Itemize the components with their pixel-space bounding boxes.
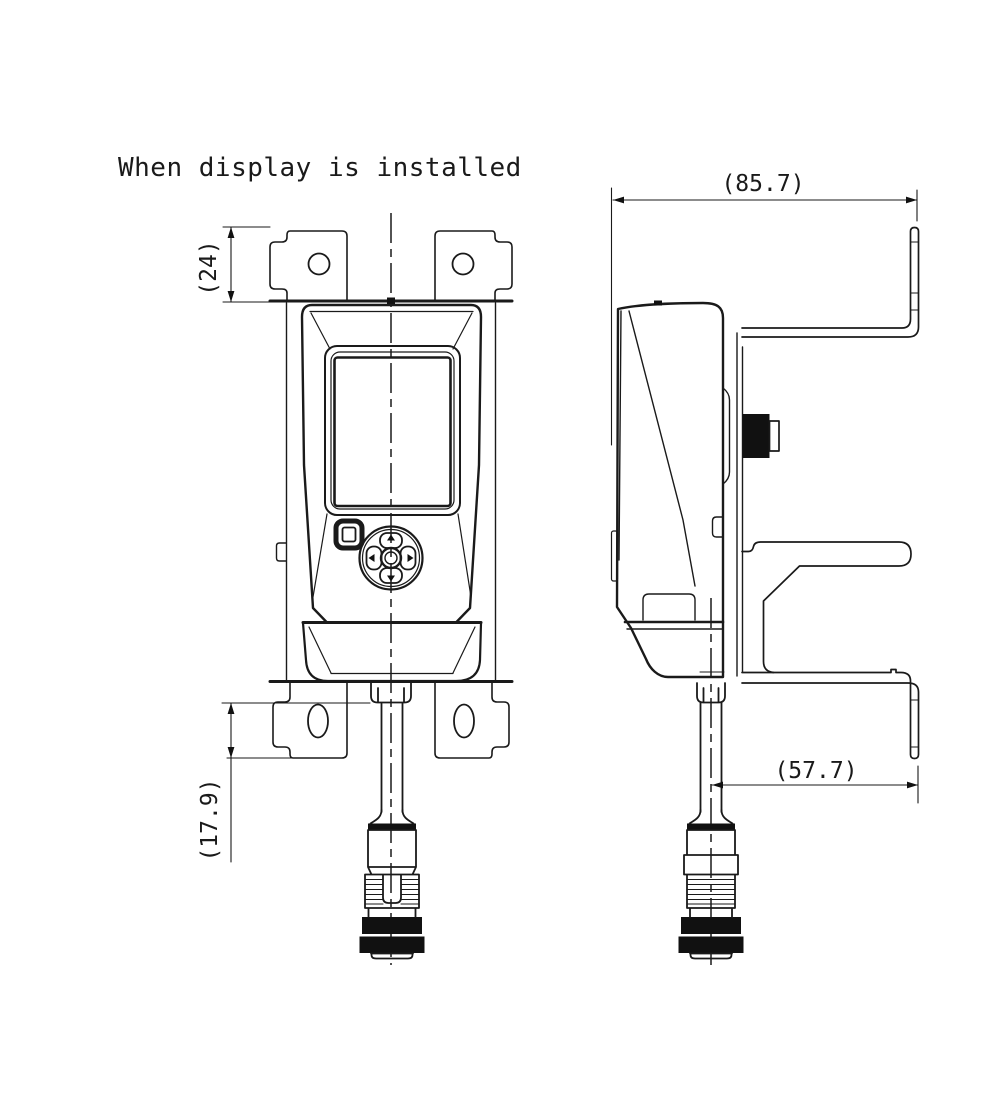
dim-label-upper-tab-height: (24) [196,240,222,295]
dimension-annotations: (24) (17.9) (85.7) (57.7) [196,171,919,863]
dpad-outer-ring [358,525,424,591]
function-button [333,518,365,551]
screw-hole-top-left [307,252,331,276]
cable-connector-front [359,809,425,960]
slot-hole-bottom-left [307,703,329,739]
threaded-connector-cap [768,420,780,452]
cable-boss-and-cable [370,682,412,813]
device-top-mark [654,300,662,306]
bracket-plate-side [736,332,744,677]
bracket-bottom-arm-flange [741,668,920,760]
dpad [358,525,424,591]
dpad-center-button-inner [384,551,398,565]
dimension-lines [221,187,919,863]
front-face-lower-panel [610,530,619,582]
housing-skirt [301,621,483,683]
dim-label-overall-depth: (85.7) [721,171,804,197]
bracket-tabs [269,230,513,759]
cable-connector-side [678,809,744,960]
side-connector-body-lines [683,809,739,960]
side-connector-thread-ribs [686,878,736,905]
dpad-center-button [379,546,403,570]
bracket-top-arm-flange [741,226,920,338]
slot-hole-bottom-right [453,703,475,739]
side-cable-boss-and-cable [696,682,726,813]
housing-bevel-lines [309,310,474,598]
front-view [268,213,514,965]
bracket-plate-sides [275,302,497,681]
side-connector-bands-fill [678,823,744,953]
connector-bands-fill [359,823,425,953]
threaded-connector [742,414,770,458]
device-profile-details [618,310,731,630]
connector-grip-ribs [364,878,420,905]
screw-hole-top-right [451,252,475,276]
function-button-inner [341,526,357,543]
connector-body-lines [364,809,420,960]
drawing-title: When display is installed [118,153,522,183]
dpad-inner-ring [361,528,421,588]
display-bezel-outer [324,345,461,516]
top-flange-tick-marks [909,241,920,311]
center-tab-mark [387,297,395,305]
housing-skirt-inner-lines [308,626,476,675]
bottom-flange-tick-marks [909,699,920,748]
bracket-middle-shelf [741,541,912,674]
side-view [610,226,920,965]
dim-label-cable-to-flange: (57.7) [774,758,857,784]
display-bezel-inner [330,351,455,510]
dim-label-lower-tab-height: (17.9) [197,778,223,861]
display-screen [333,356,452,508]
